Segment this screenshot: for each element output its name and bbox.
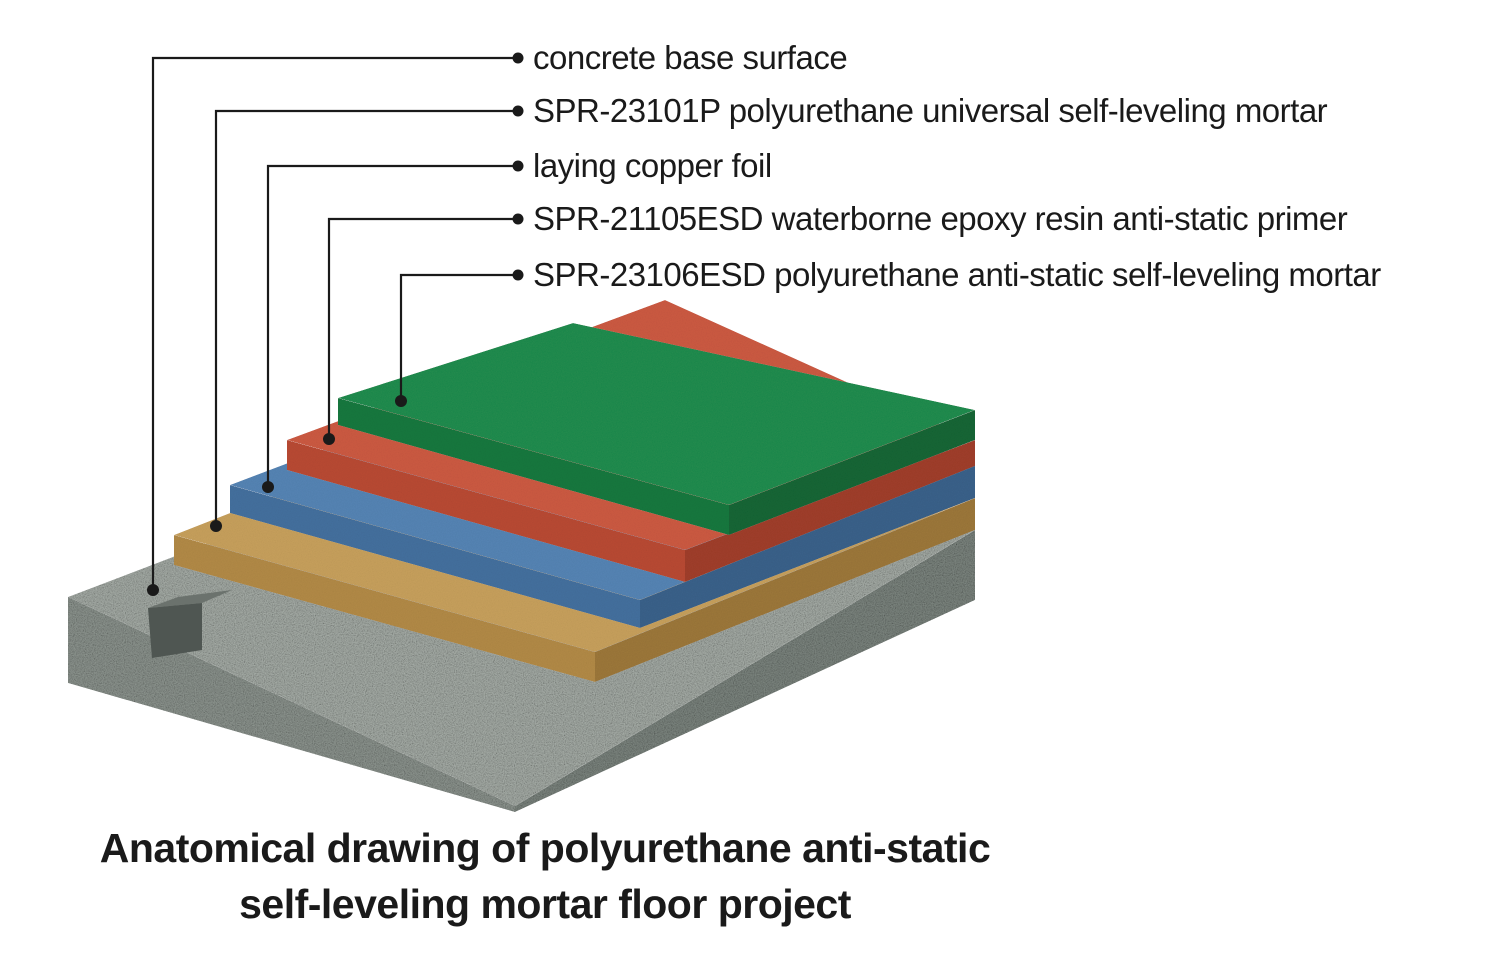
label-concrete-base: concrete base surface	[533, 39, 847, 76]
primer-side	[685, 440, 975, 582]
leader-dot-copper-foil-end	[262, 481, 274, 493]
label-primer: SPR-21105ESD waterborne epoxy resin anti…	[533, 200, 1348, 237]
layer-labels: concrete base surface SPR-23101P polyure…	[533, 39, 1382, 293]
leader-dot-top-coat-end	[395, 395, 407, 407]
leader-dot-primer-label	[512, 213, 524, 225]
leader-line-concrete	[151, 56, 518, 590]
leader-dot-top-coat-label	[512, 269, 524, 281]
copper-foil-side	[640, 465, 975, 628]
leader-lines	[151, 56, 518, 590]
concrete-groove	[148, 590, 232, 608]
leader-line-copper-foil	[266, 164, 518, 487]
top-coat-layer	[338, 323, 975, 535]
diagram-title-line-1: Anatomical drawing of polyurethane anti-…	[99, 825, 991, 871]
leader-dot-copper-foil-label	[512, 160, 524, 172]
primer-front	[287, 440, 685, 582]
copper-foil-front	[230, 485, 640, 628]
leader-line-top-coat	[399, 273, 518, 401]
leader-dot-concrete-label	[512, 52, 524, 64]
leader-dot-primer-end	[323, 433, 335, 445]
mortar-base-front	[174, 535, 595, 682]
top-coat-top	[338, 323, 975, 505]
leader-dot-mortar-label	[512, 105, 524, 117]
concrete-side-face	[515, 530, 975, 812]
top-coat-front	[338, 398, 729, 535]
diagram-title-line-2: self-leveling mortar floor project	[239, 881, 851, 927]
leader-line-primer	[327, 217, 518, 439]
label-copper-foil: laying copper foil	[533, 147, 772, 184]
leader-dot-concrete-end	[147, 584, 159, 596]
leader-line-mortar	[214, 109, 518, 526]
leader-dots	[147, 52, 524, 596]
top-coat-side	[729, 410, 975, 535]
label-top-coat: SPR-23106ESD polyurethane anti-static se…	[533, 256, 1381, 293]
label-mortar-base: SPR-23101P polyurethane universal self-l…	[533, 92, 1328, 129]
leader-dot-mortar-end	[210, 520, 222, 532]
mortar-base-side	[595, 498, 975, 682]
